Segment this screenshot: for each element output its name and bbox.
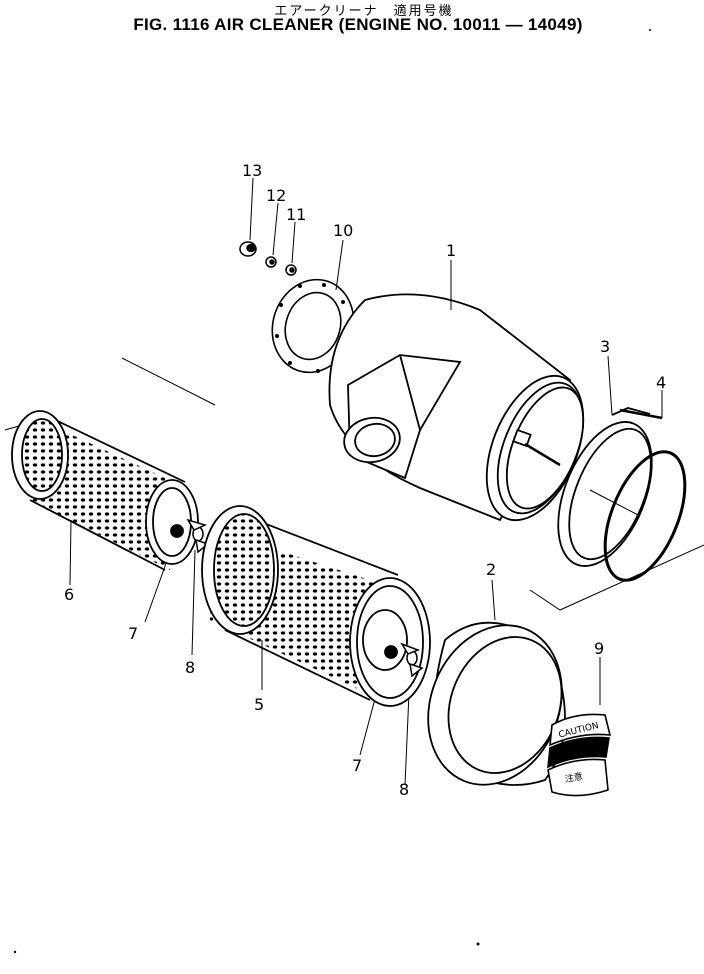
figure-title: FIG. 1116 AIR CLEANER (ENGINE NO. 10011 …	[133, 15, 583, 34]
part-housing-1	[328, 293, 585, 522]
callout-9: 9	[594, 639, 604, 658]
part-oring-4	[603, 450, 687, 582]
callout-3: 3	[600, 337, 610, 356]
callout-7-lower: 7	[352, 756, 362, 775]
part-washer-12	[265, 256, 277, 268]
part-wingnut-8-lower	[400, 642, 424, 678]
callout-13: 13	[242, 161, 262, 180]
print-specks	[13, 29, 651, 954]
decal-japanese-text: 注意	[564, 770, 584, 785]
callout-6: 6	[64, 585, 74, 604]
callout-8-lower: 8	[399, 780, 409, 799]
part-clamp-3	[557, 407, 663, 567]
callout-1: 1	[446, 241, 456, 260]
part-decal-9	[547, 713, 612, 797]
callout-numbers: 1 2 3 4 5 6 7 8 9 10 11 12 13 7 8	[64, 161, 666, 799]
callout-5: 5	[254, 695, 264, 714]
callout-8-upper: 8	[185, 658, 195, 677]
part-outer-element-5	[201, 505, 431, 707]
callout-12: 12	[266, 186, 286, 205]
callout-10: 10	[333, 221, 353, 240]
callout-4: 4	[656, 373, 666, 392]
part-cover-2	[427, 621, 566, 786]
japanese-subtitle: エアークリーナ 適用号機	[274, 4, 454, 19]
callout-7-upper: 7	[128, 624, 138, 643]
part-washer-11	[285, 264, 297, 276]
callout-11: 11	[286, 205, 306, 224]
part-nut-13	[239, 241, 257, 257]
part-gasket-10	[271, 278, 355, 374]
header: エアークリーナ 適用号機 FIG. 1116 AIR CLEANER (ENGI…	[0, 0, 704, 40]
callout-2: 2	[486, 560, 496, 579]
part-inner-element-6	[11, 410, 199, 571]
